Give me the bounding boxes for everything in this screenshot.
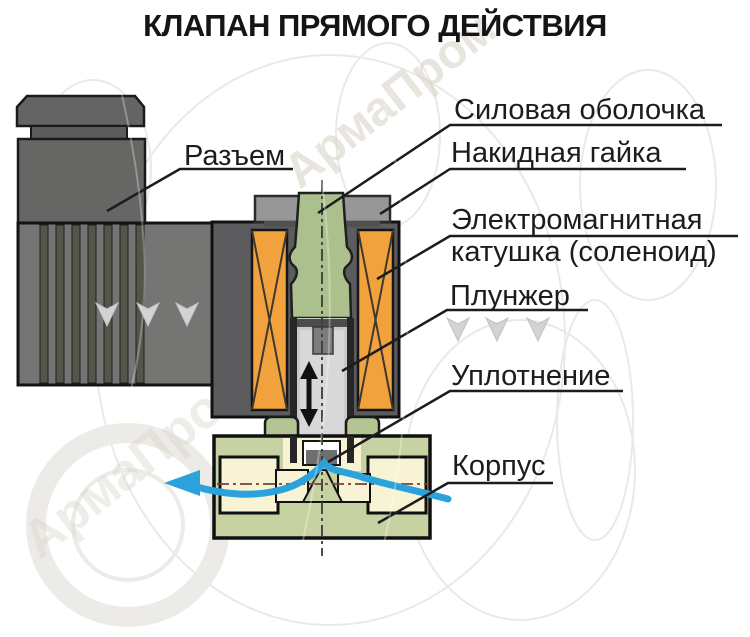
channel-right [337,473,371,503]
label-coil-line1: Электромагнитная [451,204,703,236]
label-seal: Уплотнение [451,360,611,392]
label-union-nut: Накидная гайка [451,137,662,169]
solenoid-coil-right [356,228,395,412]
leader-coil [376,234,738,281]
leader-lines [106,123,738,525]
leader-connector [106,167,293,213]
motion-arrow-icon [300,361,318,427]
watermark-overlay-arcs [121,59,409,601]
plunger-core-piece [312,326,334,355]
leader-power-shell [317,123,722,215]
flow-arrowhead-icon [164,470,200,496]
tube-wall-left-lower [290,436,297,463]
label-connector: Разъем [184,140,286,172]
solenoid-coil-left [250,228,289,412]
leader-seal [327,389,623,464]
label-power-shell: Силовая оболочка [454,94,706,126]
label-plunger: Плунжер [450,280,570,312]
leader-body [377,481,553,525]
connector-cap [15,94,146,128]
label-coil-line2: катушка (соленоид) [451,236,717,268]
port-left [218,455,280,515]
page-title: КЛАПАН ПРЯМОГО ДЕЙСТВИЯ [143,8,607,43]
leader-plunger [341,308,588,373]
connector-neck [30,125,128,140]
connector-block [16,137,147,225]
label-body: Корпус [452,450,546,482]
flow-arrow [164,457,452,503]
leader-union-nut [379,167,686,216]
connector-ribbed-body [16,221,214,387]
connector-ribs [39,224,145,384]
connector-assembly [15,94,214,387]
watermark-chevrons [94,301,551,343]
